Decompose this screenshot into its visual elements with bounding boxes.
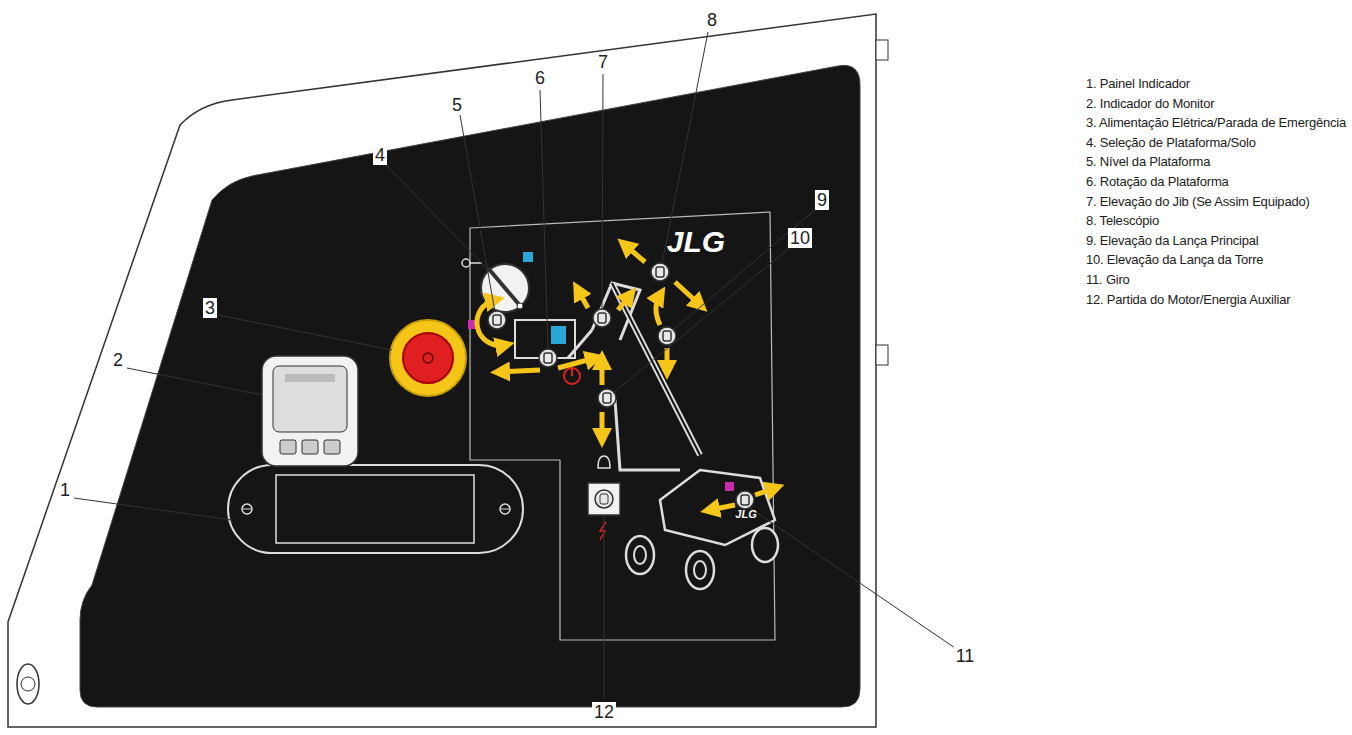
callout-number: 8 (705, 10, 719, 30)
key-entry: 11. Giro (1086, 272, 1130, 288)
callout-number: 10 (788, 228, 812, 248)
callout-number: 7 (596, 52, 610, 72)
key-entry: 1. Painel Indicador (1086, 76, 1190, 92)
callout-number: 1 (58, 480, 72, 500)
callout-number: 9 (815, 190, 829, 210)
key-entry: 10. Elevação da Lança da Torre (1086, 252, 1263, 268)
key-entry: 3. Alimentação Elétrica/Parada de Emergê… (1086, 115, 1346, 131)
callout-number: 4 (373, 145, 387, 165)
key-entry: 9. Elevação da Lança Principal (1086, 233, 1259, 249)
key-entry: 7. Elevação do Jib (Se Assim Equipado) (1086, 194, 1310, 210)
callout-number: 2 (111, 350, 125, 370)
callout-number: 12 (592, 702, 616, 722)
callout-number: 11 (954, 646, 977, 666)
callout-number: 6 (533, 68, 547, 88)
key-entry: 12. Partida do Motor/Energia Auxiliar (1086, 292, 1290, 308)
brand-logo: JLG (667, 225, 725, 259)
key-entry: 6. Rotação da Plataforma (1086, 174, 1229, 190)
key-entry: 4. Seleção de Plataforma/Solo (1086, 135, 1256, 151)
key-entry: 8. Telescópio (1086, 213, 1159, 229)
brand-logo: JLG (735, 508, 756, 520)
callout-number: 5 (450, 95, 464, 115)
callout-number: 3 (203, 298, 217, 318)
key-entry: 2. Indicador do Monitor (1086, 96, 1214, 112)
key-entry: 5. Nível da Plataforma (1086, 154, 1210, 170)
